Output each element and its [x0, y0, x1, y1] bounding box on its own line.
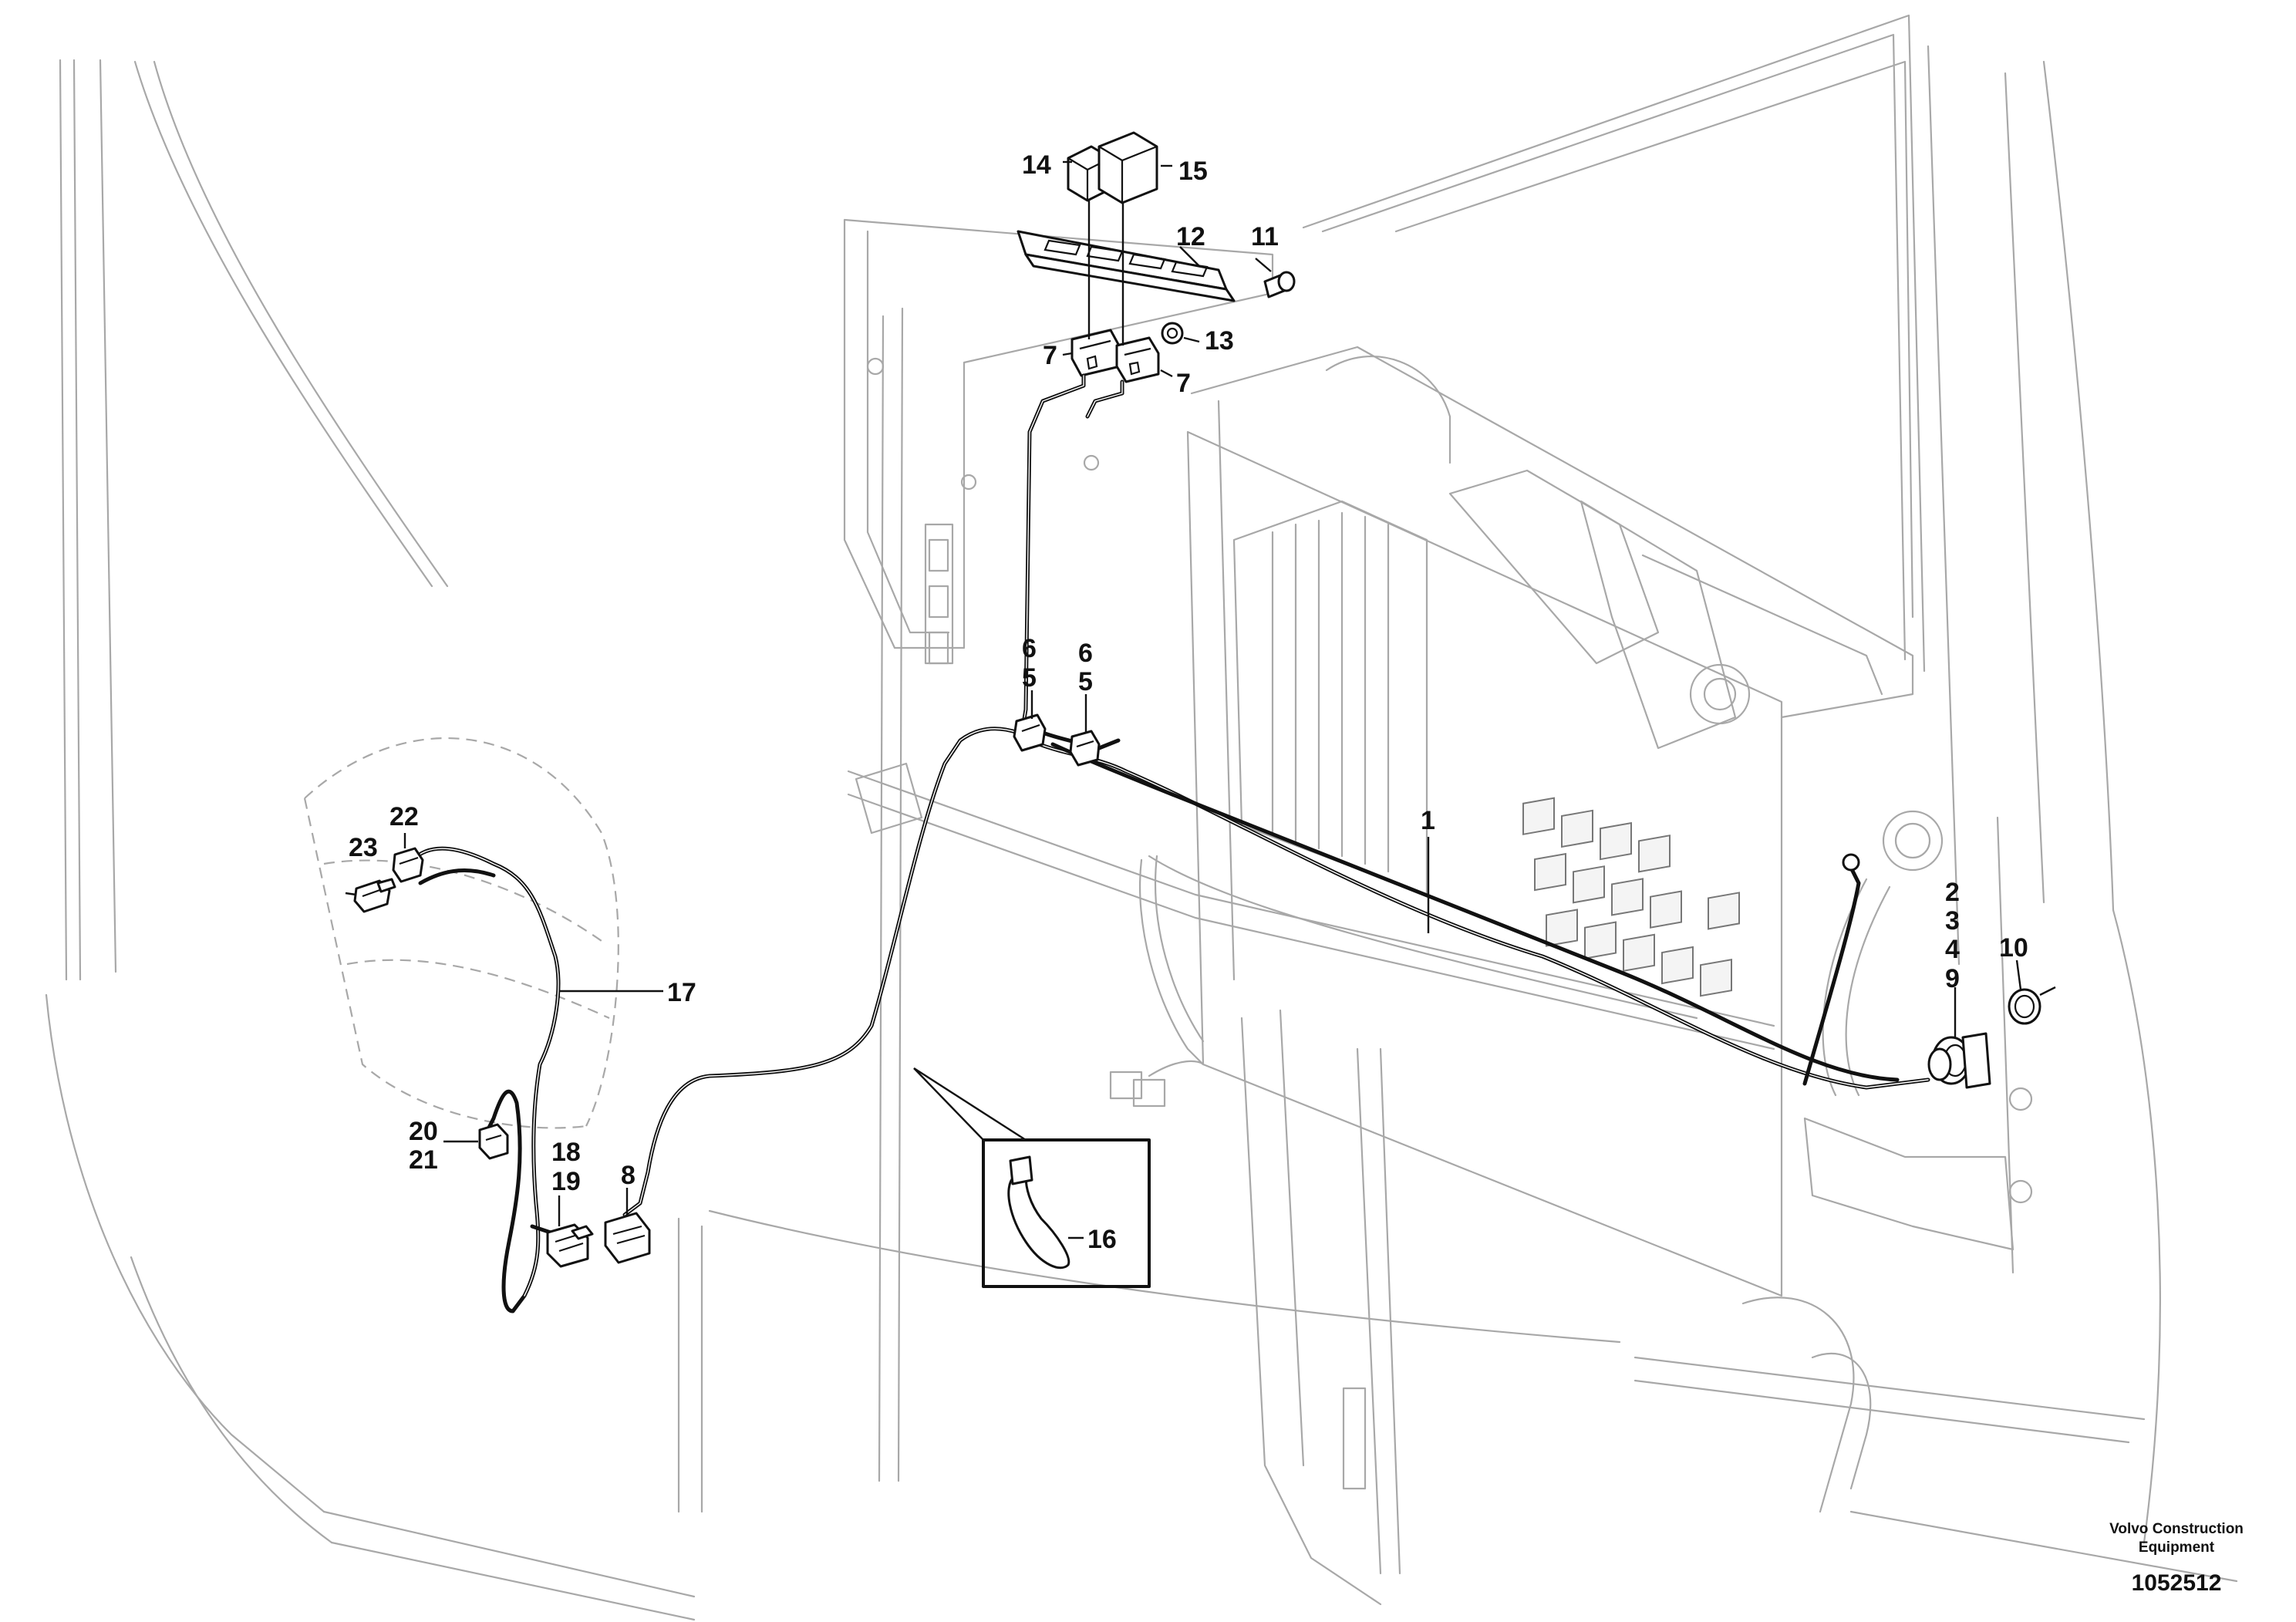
callout-6-right: 6 [1078, 639, 1093, 668]
connector-8 [604, 1212, 651, 1264]
callout-22: 22 [389, 802, 419, 831]
callout-8: 8 [621, 1161, 636, 1190]
side-panel [843, 218, 1274, 835]
callout-17: 17 [667, 978, 696, 1007]
callout-6-left: 6 [1022, 634, 1037, 663]
callout-labels: 14 15 12 11 13 7 7 6 5 6 5 1 2 3 4 9 10 … [349, 150, 2028, 1254]
callout-5-left: 5 [1022, 663, 1037, 693]
callout-5-right: 5 [1078, 667, 1093, 696]
callout-7-right: 7 [1176, 369, 1191, 398]
connector-5-6-left [1013, 713, 1047, 752]
callout-13: 13 [1205, 326, 1234, 356]
relay-15 [1097, 131, 1158, 204]
callout-9: 9 [1945, 964, 1960, 993]
callout-14: 14 [1022, 150, 1051, 180]
connector-18-19 [546, 1223, 594, 1268]
callout-19: 19 [551, 1167, 581, 1196]
callout-12: 12 [1176, 222, 1205, 251]
leader-lines [345, 160, 2022, 1226]
grommet [1927, 1032, 1991, 1089]
cable-tie-detail [913, 1067, 1151, 1288]
connector-23 [353, 878, 396, 913]
main-harness [410, 373, 1930, 1313]
nut [1161, 322, 1184, 345]
relay-holder-right [1115, 336, 1160, 383]
callout-7-left: 7 [1043, 341, 1057, 370]
callout-11: 11 [1251, 222, 1279, 251]
callout-2: 2 [1945, 878, 1960, 907]
callout-21: 21 [409, 1145, 438, 1175]
screw [1263, 271, 1296, 298]
callout-18: 18 [551, 1138, 581, 1167]
sealing-ring [2008, 986, 2056, 1025]
cab-structure [45, 14, 2238, 1621]
callout-1: 1 [1421, 806, 1435, 835]
connector-5-6-right [1069, 730, 1101, 767]
connector-20-21 [478, 1123, 509, 1160]
footer: Volvo Construction Equipment 1052512 [2109, 1521, 2244, 1596]
callout-3: 3 [1945, 906, 1960, 936]
callout-20: 20 [409, 1117, 438, 1146]
electrical-panel [1186, 346, 2033, 1297]
callout-15: 15 [1178, 157, 1208, 186]
callout-23: 23 [349, 833, 378, 862]
relay-holder-left [1070, 329, 1121, 377]
callout-16: 16 [1087, 1225, 1117, 1254]
brand-line-2: Equipment [2139, 1539, 2215, 1556]
callout-4: 4 [1945, 935, 1960, 964]
callout-10: 10 [1999, 933, 2028, 963]
connector-22 [392, 847, 424, 883]
relay-grid [1522, 797, 1740, 997]
brand-line-1: Volvo Construction [2109, 1521, 2244, 1537]
ghost-harness [1109, 855, 1698, 1108]
reference-number: 1052512 [2132, 1570, 2222, 1596]
